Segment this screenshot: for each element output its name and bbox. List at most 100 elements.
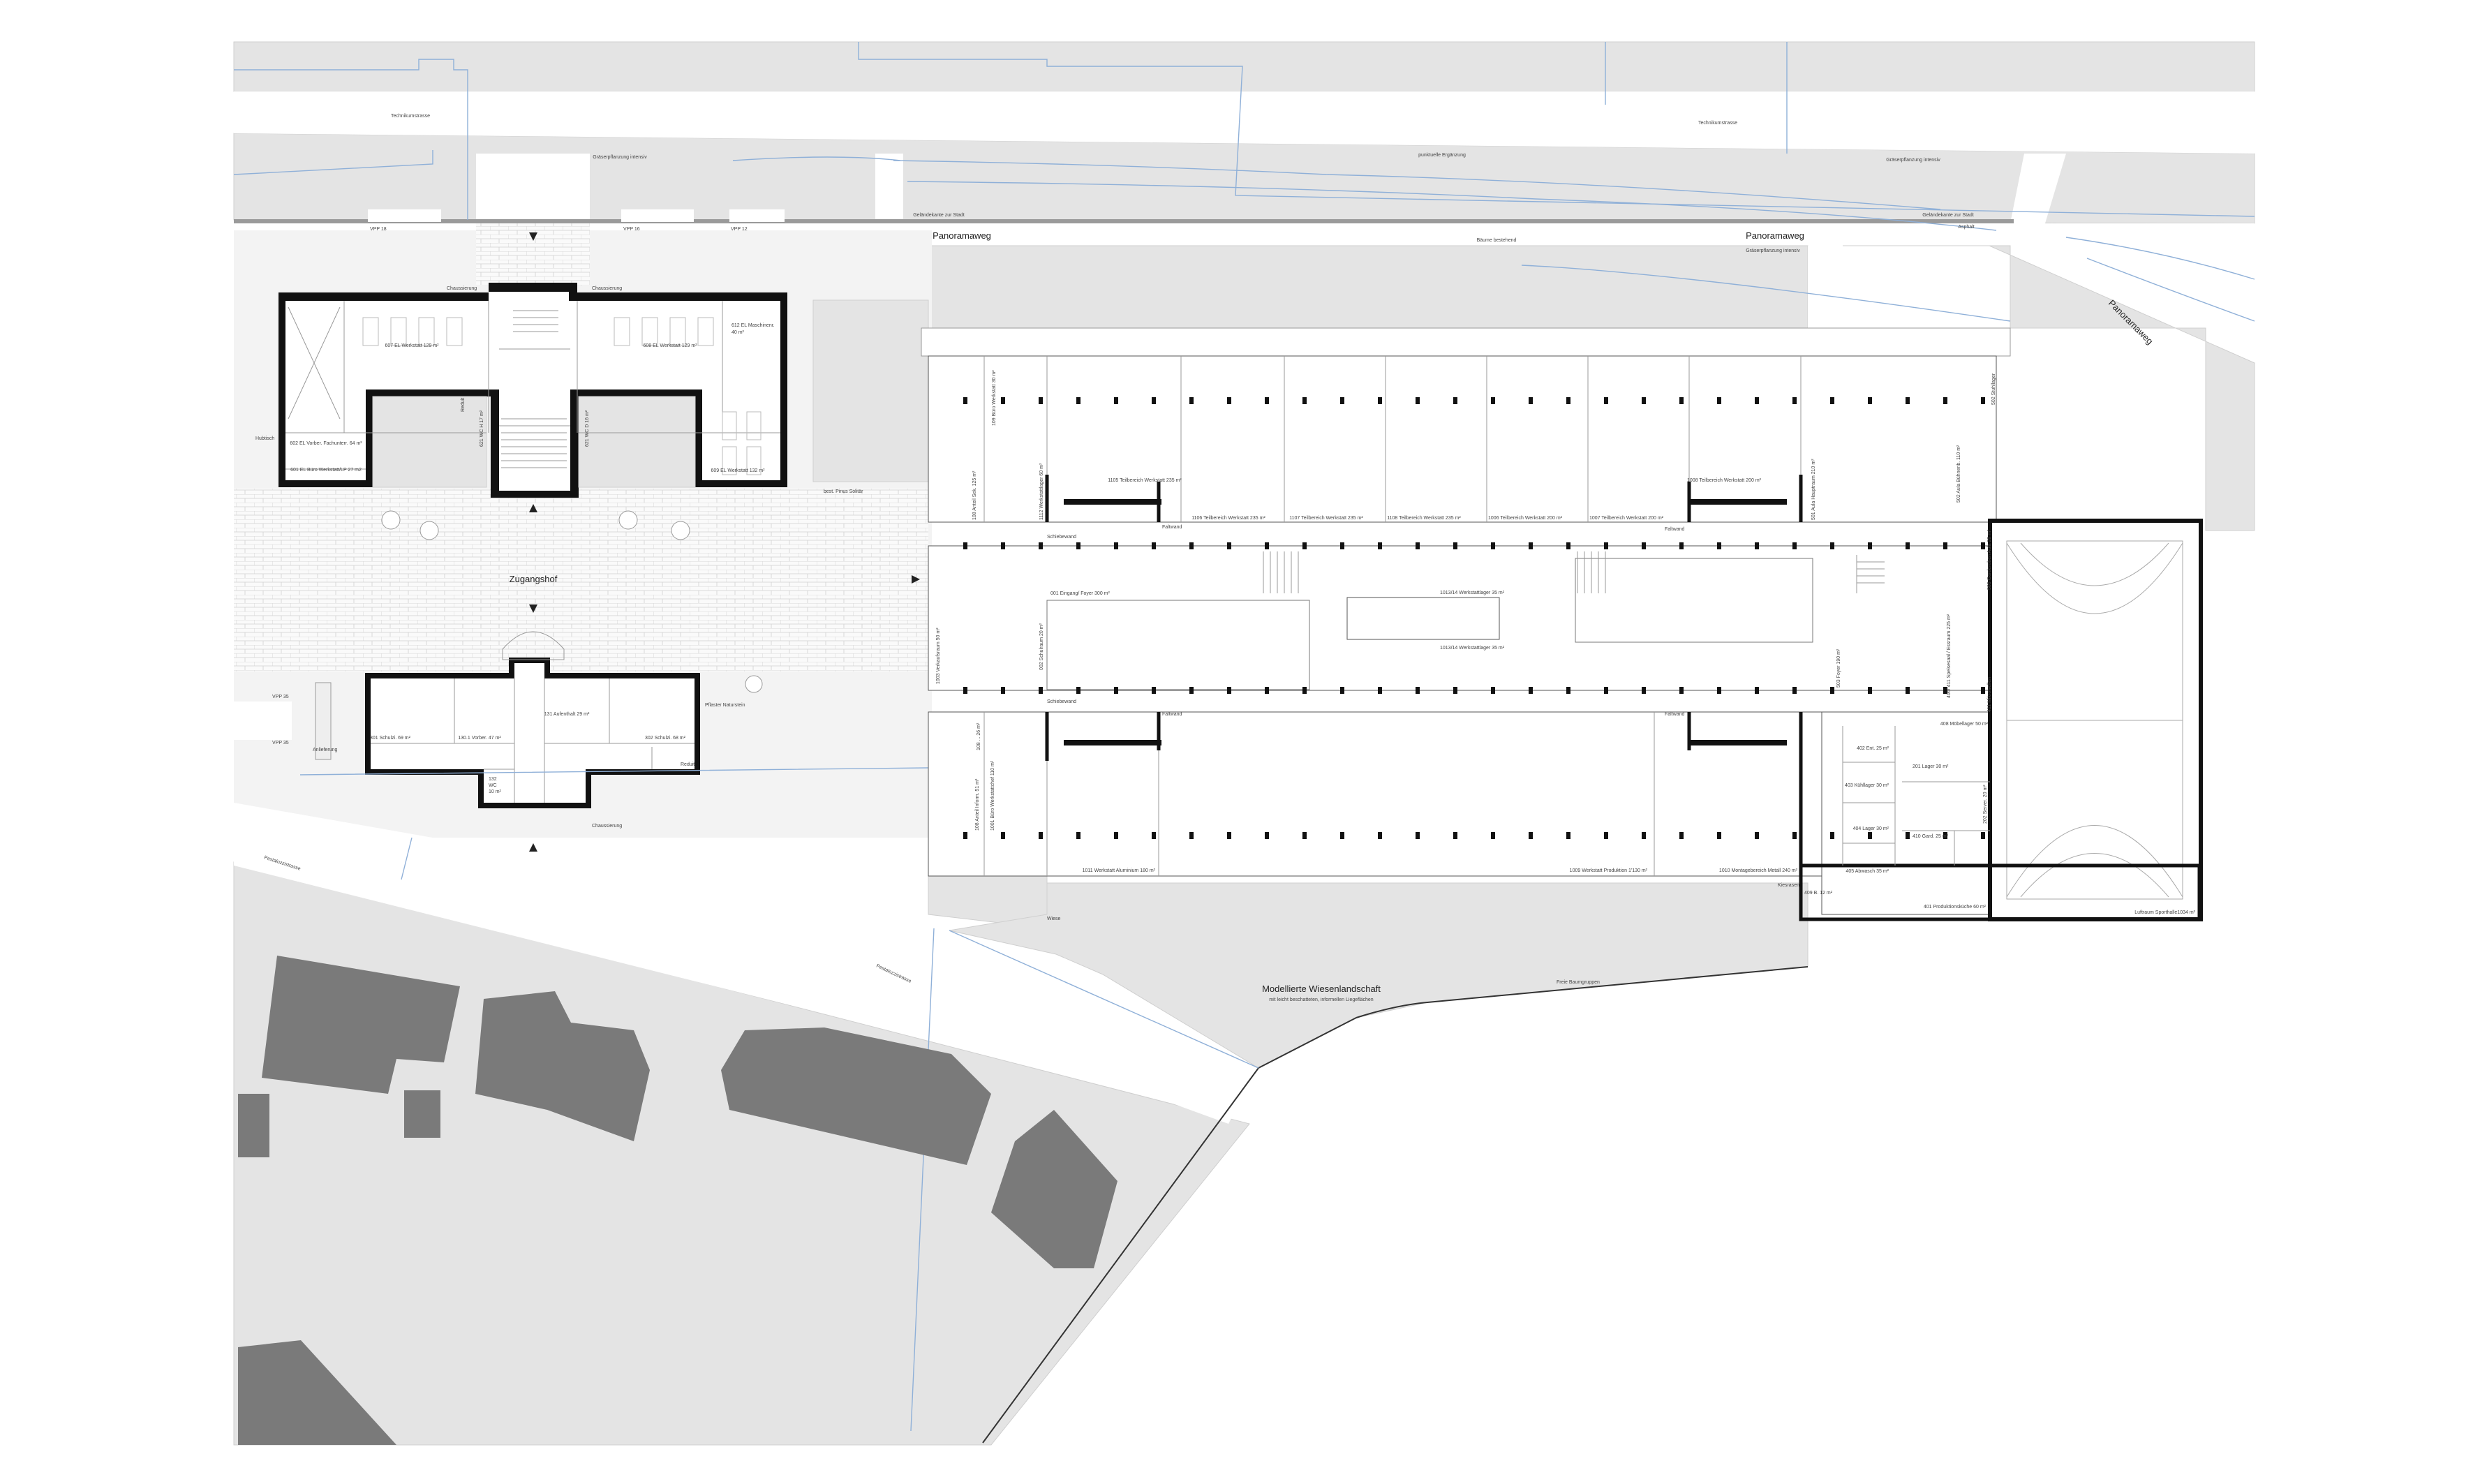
room-1009: 1009 Werkstatt Produktion 1'130 m² (1570, 868, 1648, 873)
label-technikumstrasse-2: Technikumstrasse (1698, 121, 1737, 126)
label-chaussierung-1: Chaussierung (447, 286, 477, 291)
room-301: 301 Schulzi. 69 m² (370, 736, 411, 741)
entrance-arrow-icon (529, 504, 537, 512)
structural-column (1152, 687, 1156, 694)
neighbour-building (991, 1110, 1117, 1268)
label-faltwand-1: Faltwand (1162, 525, 1182, 530)
delivery-ramp (315, 682, 332, 760)
structural-column (1302, 542, 1307, 549)
entrance-markers (529, 232, 920, 852)
structural-column (1340, 687, 1344, 694)
structural-column (1152, 542, 1156, 549)
structural-column (1566, 832, 1570, 839)
room-108-sek: 108 Anteil Sek. 125 m² (972, 470, 977, 520)
structural-column (1340, 397, 1344, 404)
structural-column (1114, 542, 1118, 549)
structural-column (1114, 687, 1118, 694)
neighbour-building (262, 956, 460, 1094)
structural-column (1189, 542, 1194, 549)
label-pinus: best. Pinus Solitär (824, 489, 863, 494)
structural-column (1868, 397, 1872, 404)
structural-column (1755, 397, 1759, 404)
room-402: 402 Ent. 25 m² (1857, 746, 1889, 751)
structural-column (1378, 687, 1382, 694)
structural-column (1189, 832, 1194, 839)
stairs-north (476, 154, 590, 223)
structural-column (1529, 832, 1533, 839)
structural-column (1227, 687, 1231, 694)
structural-column (1679, 542, 1684, 549)
structural-column (1378, 542, 1382, 549)
label-punktuell: punktuelle Ergänzung (1418, 153, 1466, 158)
room-1006: 1006 Teilbereich Werkstatt 200 m² (1488, 516, 1563, 521)
structural-column (1039, 397, 1043, 404)
room-108-26: 108 ... 26 m² (976, 722, 981, 750)
room-401: 401 Produktionsküche 60 m² (1924, 905, 1986, 910)
label-faltwand-3: Faltwand (1162, 712, 1182, 717)
structural-column (963, 687, 967, 694)
structural-column (1529, 397, 1533, 404)
zugangshof-paving (234, 489, 928, 671)
label-faltwand-2: Faltwand (1665, 527, 1685, 532)
structural-column (1039, 542, 1043, 549)
room-001: 001 Eingang/ Foyer 300 m² (1050, 591, 1110, 596)
structural-column (1378, 832, 1382, 839)
structural-column (1076, 832, 1080, 839)
room-607: 607 EL Werkstatt 129 m² (385, 343, 439, 348)
neighbour-building (238, 1094, 269, 1157)
label-asphalt: Asphalt (1958, 225, 1974, 230)
structural-column (1792, 687, 1797, 694)
room-411: 411 Mikrowellen (1987, 677, 1992, 712)
structural-column (1416, 397, 1420, 404)
room-408: 408 Möbellager 50 m² (1940, 722, 1989, 727)
structural-column (1265, 832, 1269, 839)
south-building: 301 Schulzi. 69 m² 130.1 Vorber. 47 m² 1… (365, 631, 700, 808)
room-1107: 1107 Teilbereich Werkstatt 235 m² (1289, 516, 1363, 521)
room-202: 202 Server. 20 m² (1983, 785, 1988, 824)
structural-column (1265, 687, 1269, 694)
label-gelaendekante-2: Geländekante zur Stadt (1922, 213, 1974, 218)
neighbour-building (238, 1340, 396, 1445)
structural-column (1943, 542, 1947, 549)
structural-column (1001, 687, 1005, 694)
structural-column (1340, 832, 1344, 839)
label-vpp-35a: VPP 35 (272, 695, 289, 699)
structural-column (1076, 687, 1080, 694)
room-201: 201 Lager 30 m² (1913, 764, 1949, 769)
structural-column (1416, 687, 1420, 694)
room-405: 405 Abwasch 35 m² (1846, 869, 1889, 874)
room-1112: 1112 Werkstattlager 60 m² (1039, 463, 1044, 520)
room-410: 410 Gard. 25 m² (1913, 834, 1949, 839)
room-608: 608 EL Werkstatt 129 m² (643, 343, 697, 348)
room-reduit-south: Reduit (681, 762, 695, 767)
structural-column (1114, 397, 1118, 404)
structural-column (1491, 687, 1495, 694)
room-409: 409 B. 12 m² (1804, 891, 1833, 896)
structural-column (1642, 687, 1646, 694)
structural-column (1943, 397, 1947, 404)
structural-column (1604, 542, 1608, 549)
label-schiebewand-1: Schiebewand (1047, 535, 1076, 540)
structural-column (1001, 397, 1005, 404)
entrance-arrow-icon (529, 232, 537, 241)
label-vpp-35b: VPP 35 (272, 741, 289, 745)
structural-column (1943, 687, 1947, 694)
structural-column (1566, 542, 1570, 549)
structural-column (963, 542, 967, 549)
room-503: 503 Foyer 190 m² (1836, 648, 1841, 688)
room-1105: 1105 Teilbereich Werkstatt 235 m² (1108, 478, 1182, 483)
room-132: 132 (489, 777, 497, 782)
structural-column (1491, 542, 1495, 549)
structural-column (1076, 397, 1080, 404)
structural-column (1717, 687, 1721, 694)
terrain-edge (234, 219, 2014, 223)
structural-column (1453, 687, 1457, 694)
structural-column (1679, 832, 1684, 839)
room-1010: 1010 Montagebereich Metall 240 m² (1719, 868, 1798, 873)
south-terrain (233, 767, 1809, 1446)
room-002: 002 Schulraum 20 m² (1039, 623, 1044, 670)
structural-column (1981, 397, 1985, 404)
room-1003: 1003 Verkaufsraum 50 m² (936, 628, 941, 684)
label-panoramaweg-2: Panoramaweg (1746, 230, 1804, 241)
structural-column (1642, 542, 1646, 549)
